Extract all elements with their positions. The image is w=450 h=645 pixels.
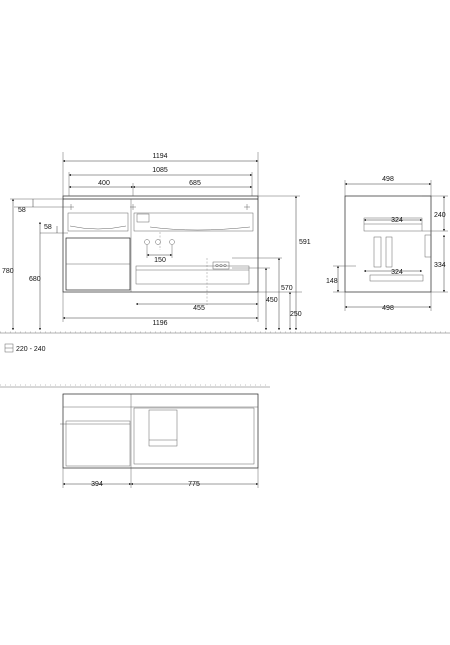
wall-note: 220 - 240 (4, 343, 46, 353)
dim-1196: 1196 (152, 320, 167, 327)
dim-58-drawer: 58 (44, 224, 52, 231)
dim-148: 148 (326, 278, 338, 285)
dim-400: 400 (98, 180, 110, 187)
dim-1085: 1085 (152, 167, 168, 174)
dim-150: 150 (154, 257, 166, 264)
valve-left-icon (144, 239, 150, 245)
dim-240: 240 (434, 212, 446, 219)
dim-394: 394 (91, 481, 103, 488)
dim-455: 455 (193, 305, 205, 312)
right-basin (133, 212, 254, 232)
right-drawer (135, 265, 250, 285)
plan-view: 394 775 (60, 393, 259, 488)
valve-mid-icon (155, 239, 161, 245)
left-basin (67, 212, 129, 232)
dim-1194: 1194 (152, 153, 167, 160)
plan-cabinet (62, 393, 259, 469)
front-view: 1194 1085 400 685 58 58 780 680 150 (2, 152, 311, 331)
socket-icon (212, 261, 230, 270)
mount-point-left-icon (68, 204, 74, 210)
dim-685: 685 (189, 180, 201, 187)
wall-note-text: 220 - 240 (16, 346, 46, 353)
dim-680: 680 (29, 276, 41, 283)
left-compartment (65, 420, 131, 467)
dim-324-upper: 324 (391, 217, 403, 224)
mount-point-right-icon (244, 204, 250, 210)
dim-334: 334 (434, 262, 446, 269)
side-cabinet (344, 195, 432, 293)
dim-591: 591 (299, 239, 311, 246)
dim-58-top: 58 (18, 207, 26, 214)
dim-570: 570 (281, 285, 293, 292)
dim-450: 450 (266, 297, 278, 304)
dim-498-top: 498 (382, 176, 394, 183)
siphon-icon (148, 409, 178, 447)
right-compartment (133, 407, 255, 465)
dim-324-lower: 324 (391, 269, 403, 276)
dim-775: 775 (188, 481, 200, 488)
cabinet-body (62, 195, 259, 293)
lower-shelf (369, 274, 424, 282)
side-view: 498 324 324 240 334 148 498 (326, 176, 448, 312)
valve-right-icon (169, 239, 175, 245)
dim-780: 780 (2, 268, 14, 275)
dim-498-bottom: 498 (382, 305, 394, 312)
upper-shelf (363, 217, 423, 232)
dim-250: 250 (290, 311, 302, 318)
